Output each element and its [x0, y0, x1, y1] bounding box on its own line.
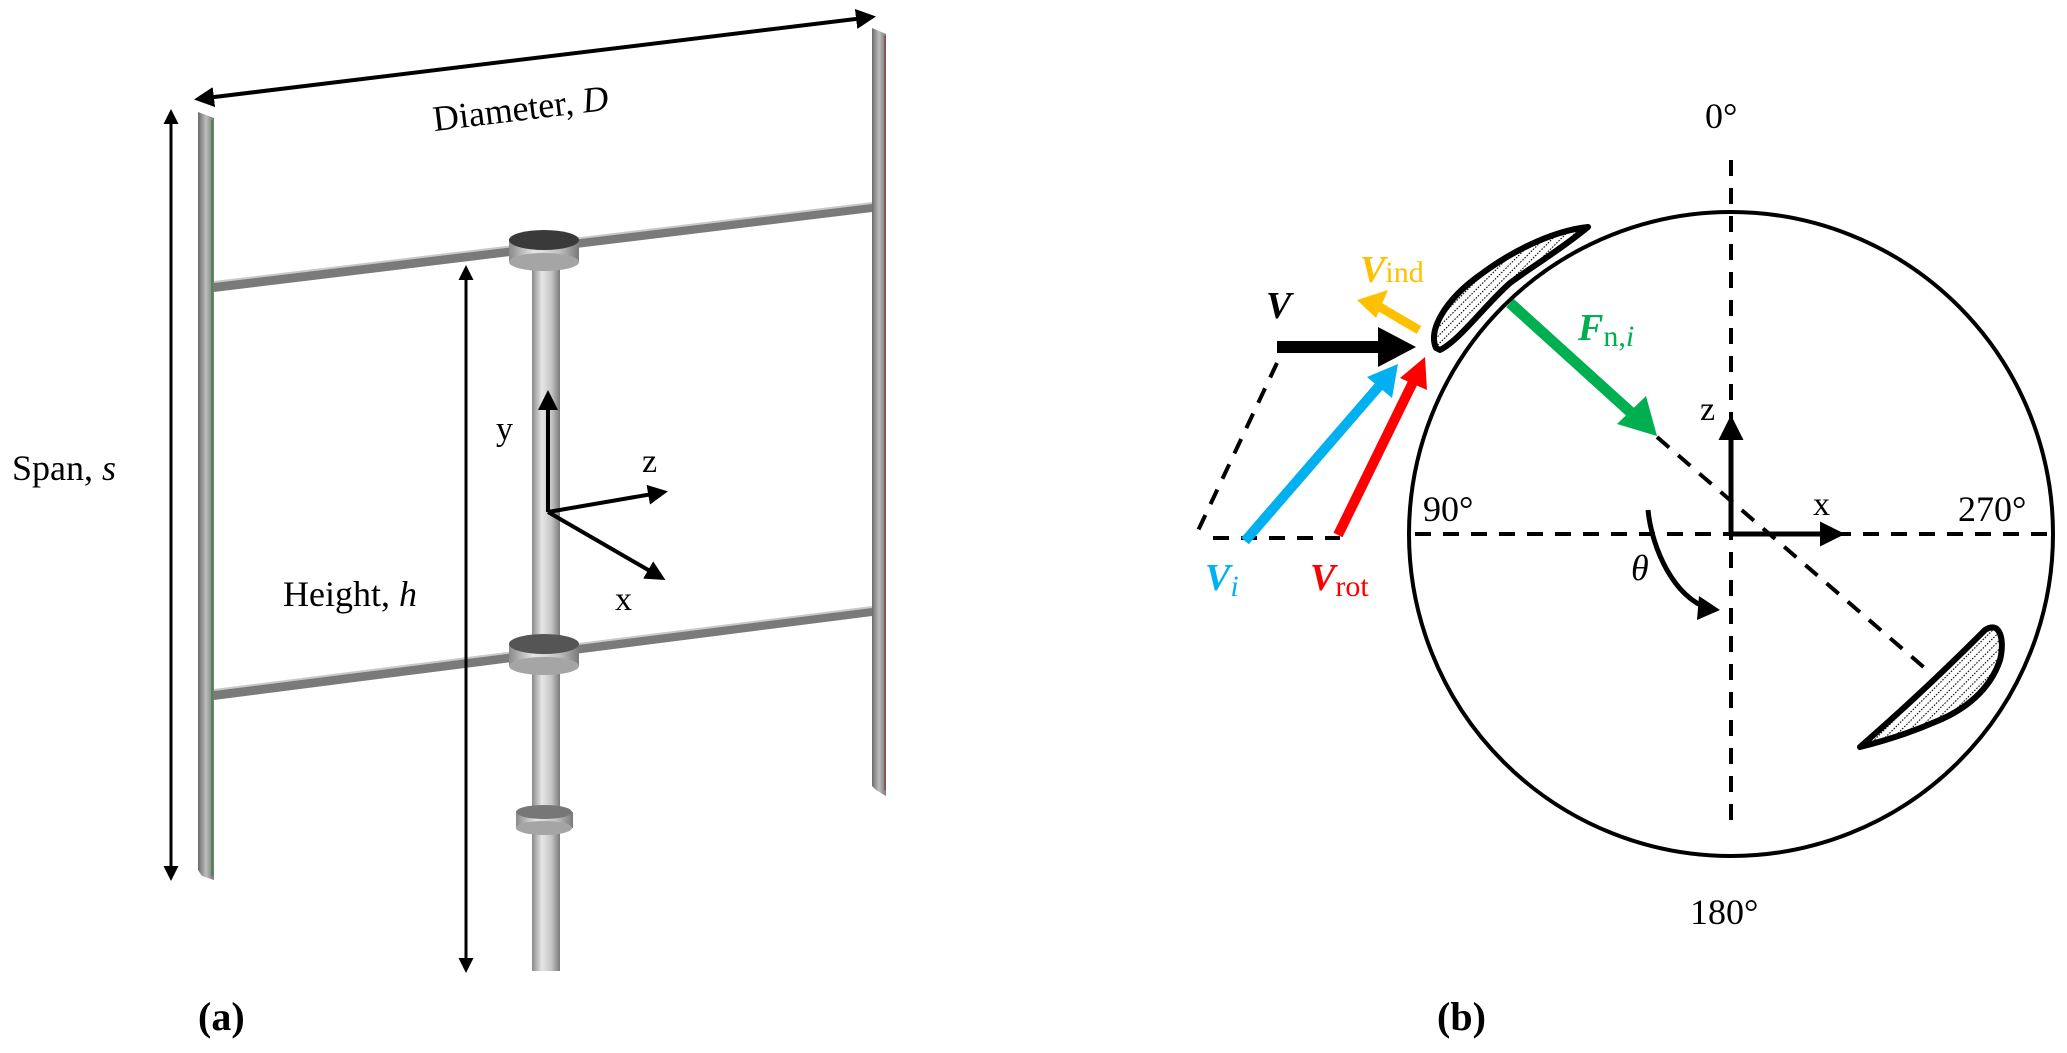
theta-rotation-arrow [1645, 509, 1709, 611]
upper-hub [509, 230, 579, 271]
angle-90-label: 90° [1423, 489, 1473, 529]
construction-line-1 [1193, 362, 1279, 538]
theta-arrowhead [1697, 596, 1720, 620]
span-label: Span, s [12, 448, 116, 488]
freestream-velocity-label: V [1266, 285, 1294, 327]
induced-velocity-arrow [1375, 302, 1422, 334]
x-axis-label: x [615, 581, 632, 618]
y-axis-label: y [496, 411, 513, 448]
panel-b-caption: (b) [1437, 994, 1486, 1039]
normal-force-label: Fn,i [1577, 307, 1634, 353]
induced-velocity-label: Vind [1360, 249, 1424, 291]
panel-a-caption: (a) [198, 994, 245, 1039]
rotor-path-circle [1407, 210, 2055, 858]
freestream-arrowhead [1378, 327, 1416, 367]
lower-hub [509, 634, 579, 675]
inflow-arrowhead [1367, 364, 1398, 398]
normal-force-arrow [1506, 298, 1641, 423]
angle-270-label: 270° [1958, 489, 2026, 529]
rotational-velocity-label: Vrot [1310, 557, 1369, 603]
angle-180-label: 180° [1690, 892, 1758, 932]
height-label: Height, h [283, 574, 417, 614]
angle-0-label: 0° [1705, 96, 1737, 136]
local-z-label: z [1700, 391, 1715, 428]
inflow-velocity-arrow [1241, 381, 1384, 545]
theta-label: θ [1631, 548, 1649, 588]
panel-b-blade-kinematics: 0° 90° 270° 180° z x θ V Vind Vi Vrot Fn… [1193, 96, 2055, 1039]
normal-force-arrowhead [1617, 396, 1657, 436]
z-axis-arrow [547, 484, 668, 514]
radial-line [1655, 435, 1929, 672]
diameter-arrow [194, 9, 876, 107]
panel-a-turbine-3d: Diameter, D Span, s Height, h y z x (a) [12, 9, 886, 1039]
x-axis-arrow [546, 510, 666, 581]
central-shaft [532, 256, 560, 971]
left-blade [198, 112, 214, 880]
upper-airfoil [1431, 224, 1591, 353]
diameter-label: Diameter, D [430, 78, 610, 139]
local-x-label: x [1813, 486, 1830, 523]
induced-arrowhead [1357, 290, 1388, 318]
z-axis-label: z [642, 443, 657, 480]
bottom-collar [516, 805, 573, 835]
lower-airfoil [1857, 624, 2005, 750]
inflow-velocity-label: Vi [1205, 557, 1239, 603]
right-blade [872, 28, 886, 796]
rotational-arrowhead [1400, 357, 1427, 390]
rotational-velocity-arrow [1333, 377, 1419, 538]
